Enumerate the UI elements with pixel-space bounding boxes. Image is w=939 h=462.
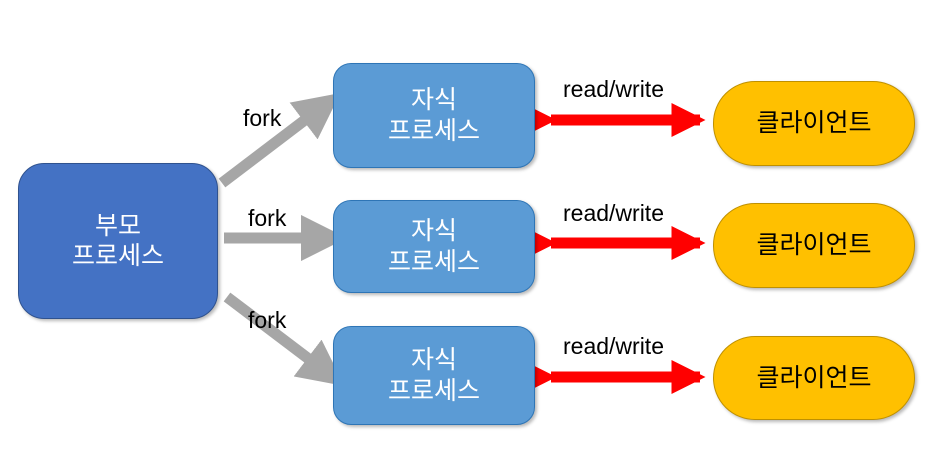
parent-process-label: 부모 프로세스 [71, 211, 164, 271]
child-process-label-2: 자식 프로세스 [387, 217, 480, 276]
fork-label-2: fork [248, 205, 287, 231]
child-process-node-1[interactable]: 자식 프로세스 [333, 63, 535, 168]
child-process-label-1: 자식 프로세스 [387, 86, 480, 145]
client-node-1[interactable]: 클라이언트 [713, 81, 915, 166]
child-process-node-3[interactable]: 자식 프로세스 [333, 326, 535, 425]
parent-process-node[interactable]: 부모 프로세스 [18, 163, 218, 319]
client-node-3[interactable]: 클라이언트 [713, 336, 915, 420]
child-process-node-2[interactable]: 자식 프로세스 [333, 200, 535, 293]
client-label-3: 클라이언트 [756, 363, 872, 392]
client-node-2[interactable]: 클라이언트 [713, 203, 915, 288]
child-process-label-3: 자식 프로세스 [387, 346, 480, 405]
client-label-1: 클라이언트 [756, 109, 872, 138]
client-label-2: 클라이언트 [756, 231, 872, 260]
fork-label-1: fork [243, 105, 282, 131]
fork-label-3: fork [248, 307, 287, 333]
read-write-label-3: read/write [563, 333, 664, 359]
read-write-label-1: read/write [563, 76, 664, 102]
read-write-label-2: read/write [563, 200, 664, 226]
